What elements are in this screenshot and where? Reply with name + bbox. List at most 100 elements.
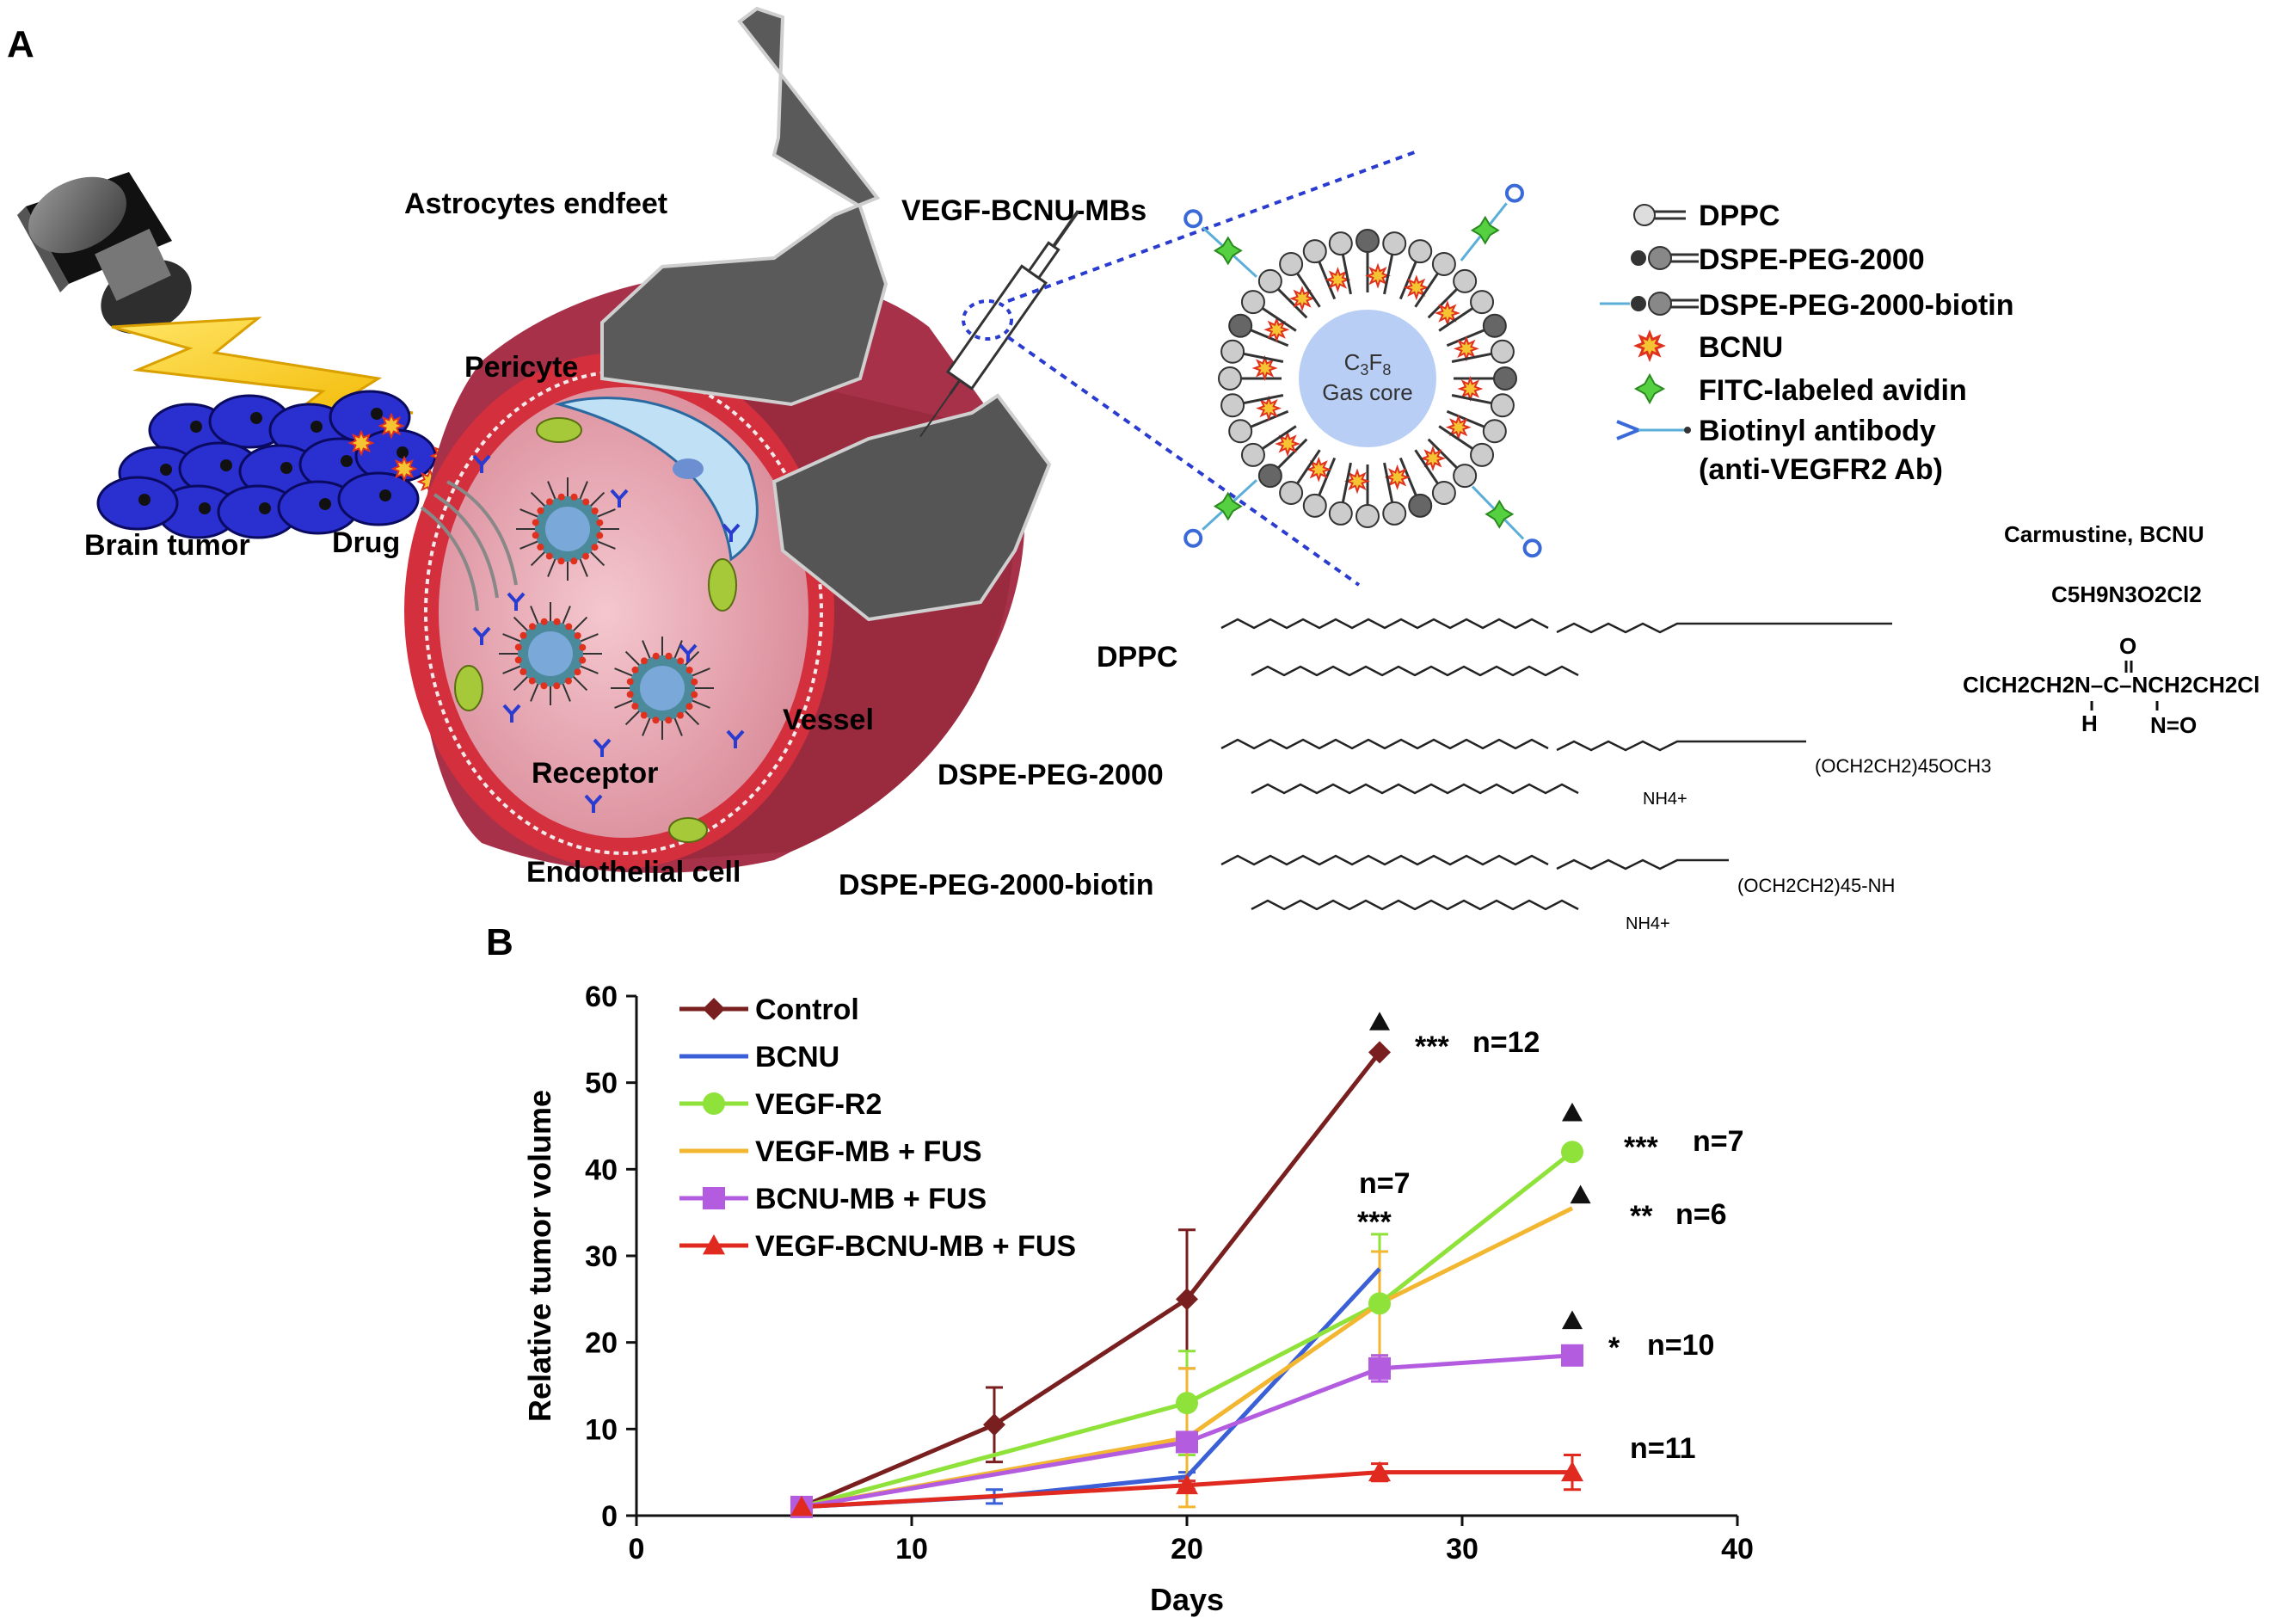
lipid-tail bbox=[614, 667, 633, 677]
microbubble-diagram: C3F8 Gas core bbox=[1183, 183, 1542, 558]
legend-label-4: FITC-labeled avidin bbox=[1699, 374, 1967, 407]
tumor-cell-nucleus bbox=[371, 408, 383, 420]
series-line-0 bbox=[801, 1050, 1381, 1510]
bcnu-dot bbox=[631, 666, 639, 674]
bcnu-dot bbox=[553, 618, 561, 625]
bcnu-dot bbox=[631, 702, 639, 710]
panel-a-label: A bbox=[7, 23, 34, 65]
lipid-head bbox=[1328, 501, 1353, 526]
y-tick-label: 10 bbox=[585, 1413, 618, 1446]
bcnu-dot bbox=[665, 717, 673, 724]
y-tick-label: 20 bbox=[585, 1327, 618, 1360]
lipid-tail bbox=[624, 650, 640, 666]
legend-entry: VEGF-R2 bbox=[755, 1088, 882, 1121]
label-mbs: VEGF-BCNU-MBs bbox=[901, 194, 1146, 227]
antibody-icon bbox=[1616, 420, 1691, 440]
dspe-biotin-tail: (OCH2CH2)45-NH bbox=[1737, 875, 1895, 896]
bcnu-star bbox=[1275, 431, 1301, 457]
bcnu-dot bbox=[626, 691, 634, 698]
bcnu-dot bbox=[579, 643, 587, 651]
significance-triangle bbox=[1562, 1102, 1583, 1122]
dspe-peg-tail: (OCH2CH2)45OCH3 bbox=[1815, 755, 1991, 777]
bcnu-dot bbox=[570, 557, 578, 565]
lipid-tail bbox=[590, 551, 606, 567]
significance-triangle bbox=[1562, 1310, 1583, 1330]
receptor-icon bbox=[726, 729, 745, 748]
struct-dspe-label: DSPE-PEG-2000 bbox=[937, 759, 1164, 791]
y-tick-label: 60 bbox=[585, 981, 618, 1013]
antibody-icon bbox=[1183, 209, 1203, 229]
tumor-cell-nucleus bbox=[379, 489, 391, 501]
tumor-cell-nucleus bbox=[319, 498, 331, 510]
lipid-head bbox=[1240, 442, 1265, 467]
bcnu-dot bbox=[579, 656, 587, 664]
lipid-head bbox=[1490, 393, 1515, 418]
data-point bbox=[1368, 1041, 1391, 1064]
avidin-star-icon bbox=[1633, 372, 1666, 405]
bcnu-dot bbox=[553, 682, 561, 690]
glycerol-phosphate-backbone bbox=[1556, 858, 1729, 870]
bcnu-dot bbox=[532, 532, 539, 539]
receptor-icon bbox=[610, 489, 629, 508]
lipid-tail bbox=[530, 551, 545, 567]
y-tick-label: 40 bbox=[585, 1153, 618, 1186]
bcnu-dot bbox=[685, 667, 693, 674]
bcnu-dot bbox=[596, 519, 604, 526]
legend-label-6: (anti-VEGFR2 Ab) bbox=[1699, 453, 1943, 486]
tumor-cell-nucleus bbox=[199, 502, 211, 514]
bcnu-star bbox=[1289, 286, 1315, 312]
bcnu-star bbox=[1256, 395, 1282, 421]
lipid-tail bbox=[519, 508, 538, 518]
bcnu-star bbox=[1445, 414, 1472, 440]
fatty-acid-chain bbox=[1220, 738, 1549, 750]
data-point bbox=[1561, 1344, 1583, 1367]
fatty-acid-chain bbox=[1251, 899, 1579, 911]
ann-star1: * bbox=[1608, 1332, 1620, 1364]
drug-star bbox=[390, 455, 418, 483]
lipid-tail bbox=[573, 676, 588, 692]
significance-annotations: *** n=12 n=7 *** *** n=7 ** n=6 * n=10 n… bbox=[1357, 1026, 1744, 1465]
bcnu-star bbox=[1365, 262, 1391, 289]
label-drug: Drug bbox=[332, 526, 400, 559]
legend-label-3: BCNU bbox=[1699, 331, 1783, 364]
label-pericyte: Pericyte bbox=[464, 351, 578, 384]
dspe-peg-biotin-icon bbox=[1600, 292, 1699, 316]
lipid-head bbox=[1279, 481, 1304, 506]
bcnu-dot bbox=[514, 656, 522, 664]
bcnu-dot bbox=[685, 703, 693, 710]
lipid-tail bbox=[579, 558, 588, 577]
bcnu-dot bbox=[532, 519, 539, 526]
microbubble-core bbox=[545, 507, 590, 551]
bcnu-dot bbox=[519, 667, 527, 675]
bcnu-dot bbox=[519, 631, 527, 639]
y-tick-label: 0 bbox=[601, 1500, 618, 1533]
drug-star bbox=[378, 412, 405, 440]
x-tick-label: 40 bbox=[1721, 1533, 1754, 1566]
lipid-tail bbox=[580, 665, 599, 674]
avidin-star bbox=[1213, 491, 1243, 521]
lipid-head bbox=[1453, 464, 1478, 489]
bcnu-dot bbox=[591, 544, 599, 551]
bcnu-star bbox=[1263, 317, 1290, 343]
tumor-cell-nucleus bbox=[397, 446, 409, 458]
microbubble-core bbox=[640, 666, 685, 710]
ann-star3-control: *** bbox=[1415, 1030, 1449, 1063]
tumor-cell-nucleus bbox=[259, 502, 271, 514]
lipid-head bbox=[1228, 419, 1253, 444]
ann-star2: ** bbox=[1630, 1200, 1653, 1233]
data-point bbox=[1561, 1141, 1583, 1164]
data-point bbox=[1176, 1288, 1198, 1311]
core-text: Gas core bbox=[1322, 379, 1413, 405]
y-axis-title: Relative tumor volume bbox=[522, 1090, 557, 1422]
tumor-cell-nucleus bbox=[138, 494, 151, 506]
bcnu-star bbox=[1325, 267, 1351, 293]
carmustine-line: ClCH2CH2N–C–NCH2CH2Cl bbox=[1963, 672, 2259, 698]
data-point bbox=[790, 1495, 813, 1516]
ann-n12: n=12 bbox=[1472, 1026, 1540, 1059]
glycerol-phosphate-backbone bbox=[1556, 622, 1892, 634]
bcnu-star-icon bbox=[1633, 329, 1666, 362]
bcnu-dot bbox=[665, 652, 673, 660]
legend-entry: BCNU-MB + FUS bbox=[755, 1183, 987, 1215]
lipid-head bbox=[1431, 481, 1456, 506]
blood-vessel-diagram bbox=[404, 6, 1052, 873]
